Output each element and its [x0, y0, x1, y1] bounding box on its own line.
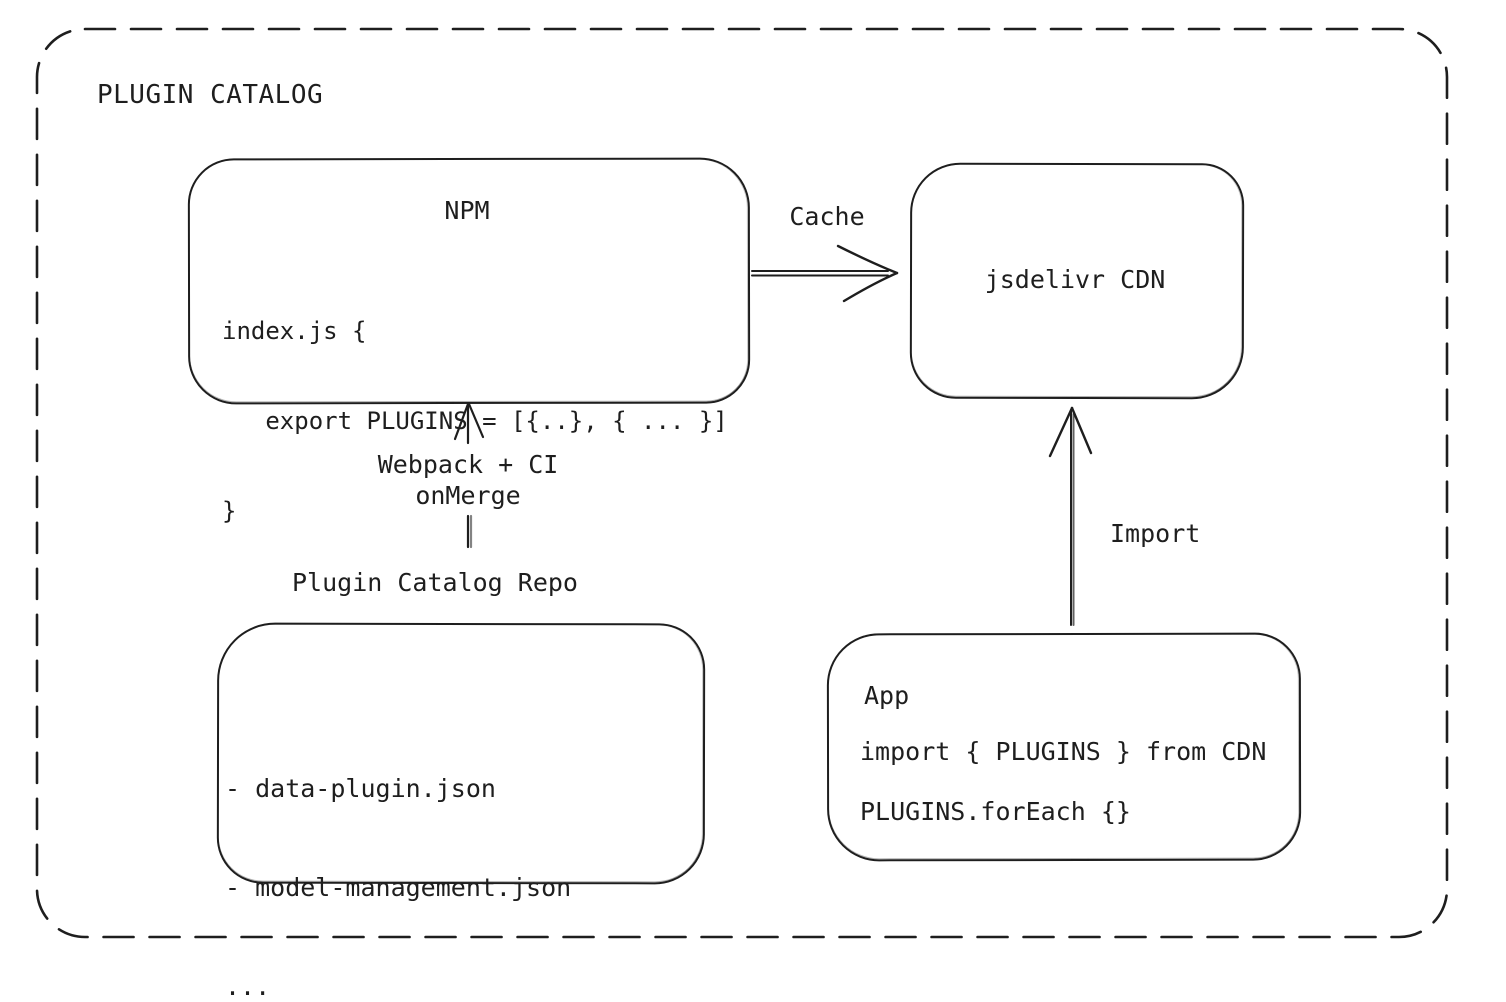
cache-edge-label: Cache [789, 202, 865, 231]
import-edge-label: Import [1110, 519, 1201, 548]
import-arrow [1048, 406, 1093, 626]
npm-code-line: export PLUGINS = [{..}, { ... }] [222, 407, 728, 435]
app-code-line: import { PLUGINS } from CDN [860, 737, 1267, 766]
npm-code-line: } [222, 497, 237, 525]
cdn-node-label: jsdelivr CDN [984, 265, 1166, 294]
npm-node-code: index.js { export PLUGINS = [{..}, { ...… [222, 256, 728, 586]
webpack-edge-label: Webpack + CI onMerge [318, 449, 618, 511]
repo-item: - model-management.json [225, 873, 572, 902]
npm-node-title: NPM [444, 196, 490, 225]
cache-arrow [751, 244, 899, 303]
webpack-edge-label-line: Webpack + CI [377, 450, 559, 479]
webpack-edge-label-line: onMerge [415, 481, 521, 510]
app-code-line: PLUGINS.forEach {} [860, 797, 1131, 826]
diagram-title: PLUGIN CATALOG [97, 80, 324, 110]
repo-node-items: - data-plugin.json - model-management.js… [225, 706, 571, 1002]
app-node-title: App [864, 681, 910, 710]
repo-node-title: Plugin Catalog Repo [292, 568, 578, 597]
repo-item: ... [225, 972, 271, 1001]
repo-item: - data-plugin.json [225, 774, 496, 803]
npm-code-line: index.js { [222, 317, 367, 345]
